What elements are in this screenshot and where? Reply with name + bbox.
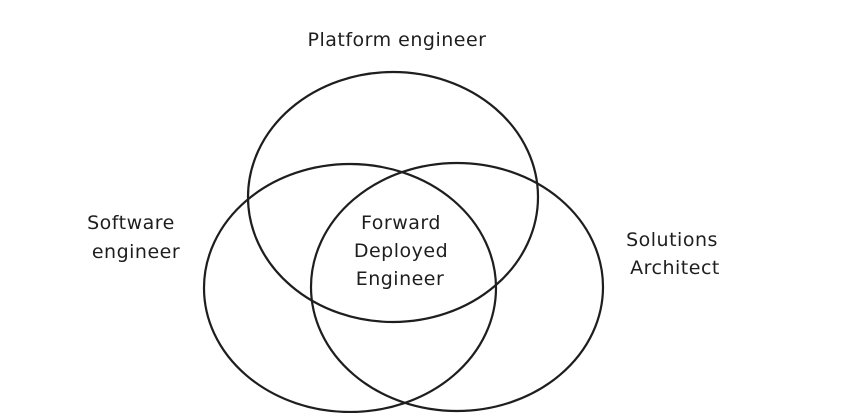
center-label-line3: Engineer [356,268,445,290]
software-engineer-label-line2: engineer [92,241,180,263]
center-label-line2: Deployed [354,240,448,262]
center-label-line1: Forward [361,212,441,234]
software-engineer-circle [202,162,498,413]
software-engineer-label-line1: Software [87,212,175,234]
platform-engineer-circle [246,70,540,324]
solutions-architect-label-line1: Solutions [626,229,718,251]
solutions-architect-circle [309,161,605,413]
platform-engineer-label: Platform engineer [308,29,487,51]
solutions-architect-label-line2: Architect [630,257,720,279]
